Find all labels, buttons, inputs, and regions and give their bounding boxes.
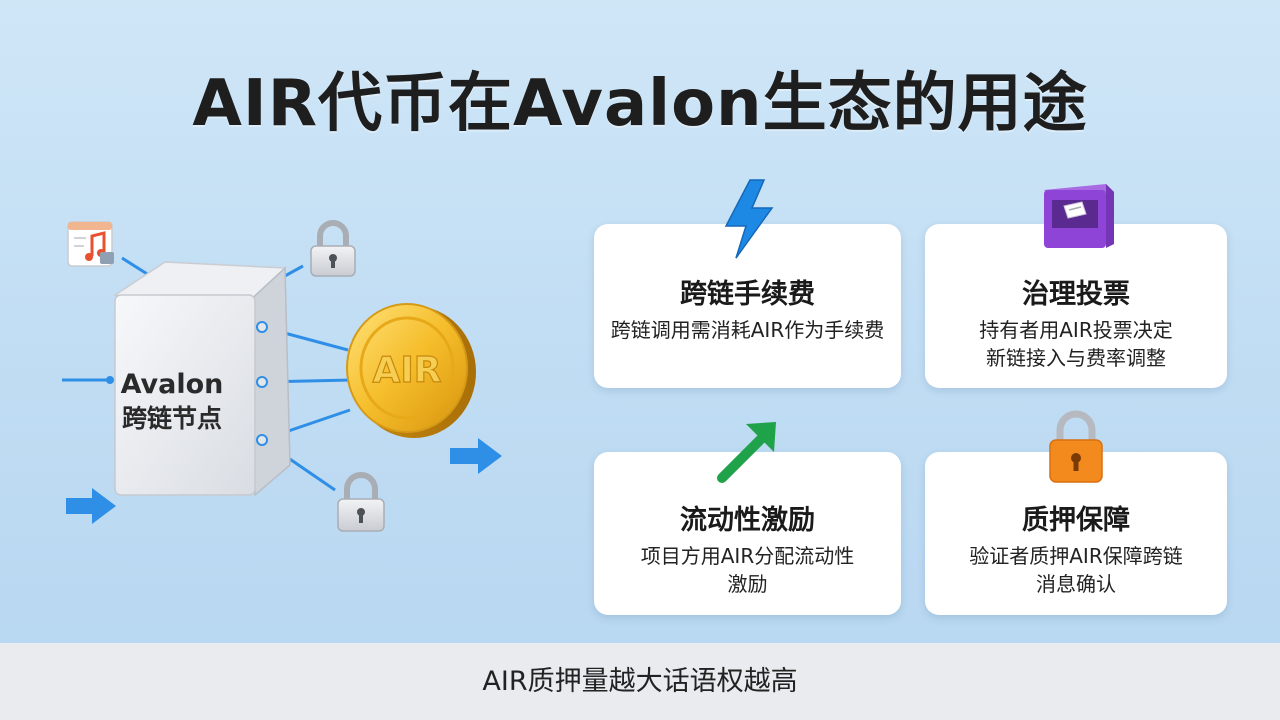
card-liquidity-incentive: 流动性激励 项目方用AIR分配流动性 激励 (594, 452, 901, 615)
node-label-line1: Avalon (121, 369, 224, 400)
padlock-icon (337, 472, 385, 532)
ballot-box-icon (1044, 184, 1114, 248)
card-governance-vote: 治理投票 持有者用AIR投票决定 新链接入与费率调整 (925, 224, 1227, 388)
card-description: 项目方用AIR分配流动性 激励 (640, 544, 855, 596)
card-title: 流动性激励 (680, 505, 815, 536)
trend-up-arrow-icon (717, 422, 776, 483)
card-description: 持有者用AIR投票决定 新链接入与费率调整 (979, 318, 1173, 370)
card-description: 验证者质押AIR保障跨链 消息确认 (969, 544, 1183, 596)
coin-label: AIR (373, 350, 442, 391)
arrow-right-icon (450, 438, 502, 474)
avalon-node-box: Avalon 跨链节点 (112, 261, 291, 497)
card-description: 跨链调用需消耗AIR作为手续费 (610, 318, 885, 342)
padlock-icon (1049, 410, 1103, 483)
node-label-line2: 跨链节点 (122, 404, 222, 433)
page-title: AIR代币在Avalon生态的用途 (192, 67, 1088, 141)
music-document-icon (67, 221, 114, 267)
padlock-icon (310, 220, 356, 277)
card-title: 跨链手续费 (680, 279, 815, 310)
air-coin-icon: AIR (346, 303, 476, 438)
card-cross-chain-fee: 跨链手续费 跨链调用需消耗AIR作为手续费 (594, 224, 901, 388)
card-title: 治理投票 (1022, 279, 1130, 310)
card-title: 质押保障 (1022, 505, 1130, 536)
node-illustration: Avalon 跨链节点 AIR (62, 220, 502, 532)
arrow-right-icon (66, 488, 116, 524)
footer-note: AIR质押量越大话语权越高 (0, 643, 1280, 720)
lightning-icon (724, 179, 774, 259)
